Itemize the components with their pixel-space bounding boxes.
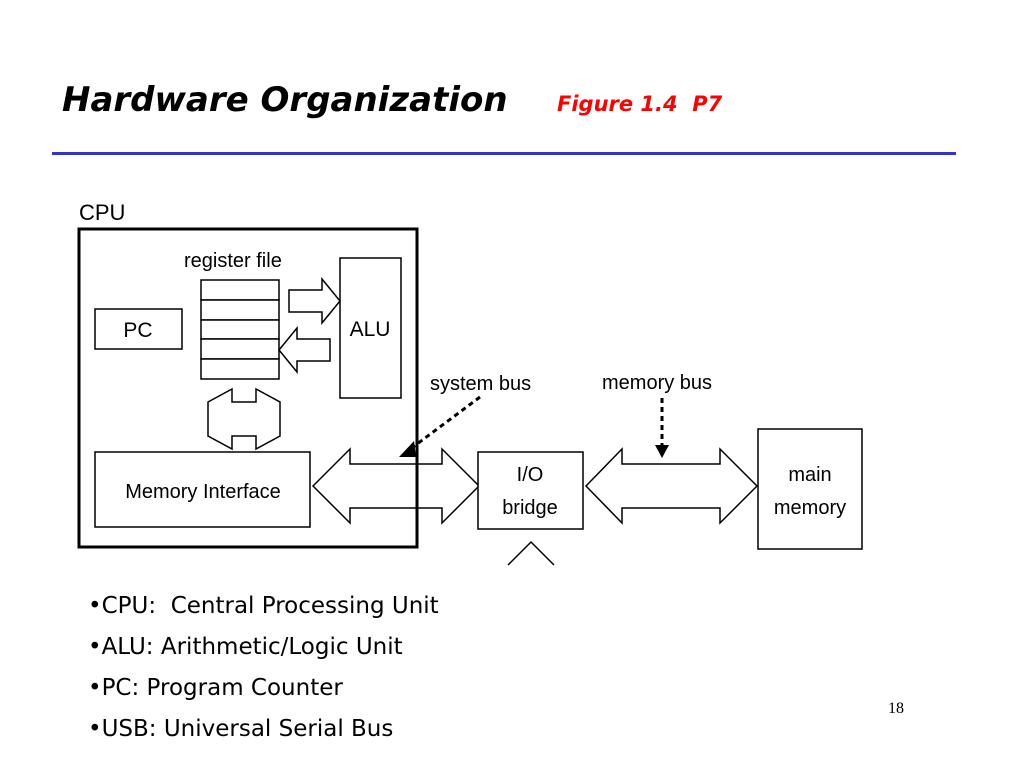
io-bus-stub: [507, 540, 555, 566]
list-item: •PC: Program Counter: [88, 675, 343, 701]
main-memory-box: [757, 428, 863, 550]
register-memory-interface-arrow: [207, 387, 281, 451]
register-3: [200, 338, 280, 360]
register-4: [200, 358, 280, 380]
cpu-label: CPU: [79, 200, 125, 225]
pc-label: PC: [123, 319, 152, 342]
figure-reference: Figure 1.4 P7: [557, 92, 723, 116]
register-1: [200, 299, 280, 321]
register-0: [200, 279, 280, 301]
system-bus-pointer-head: [399, 441, 416, 457]
memory-bus-pointer-head: [655, 445, 669, 458]
alu-box: [339, 257, 402, 399]
alu-to-register-arrow: [278, 325, 331, 375]
system-bus-pointer: [412, 395, 481, 449]
list-item: •ALU: Arithmetic/Logic Unit: [88, 634, 403, 660]
page-number: 18: [888, 700, 904, 717]
memory-bus-label: memory bus: [602, 372, 712, 394]
main-memory-label-line1: main: [788, 464, 831, 486]
abbreviation-list: •CPU: Central Processing Unit •ALU: Arit…: [88, 588, 439, 752]
register-file-label: register file: [184, 250, 282, 272]
slide-title: Hardware Organization: [62, 80, 508, 120]
system-bus-label: system bus: [430, 373, 531, 395]
io-bridge-box: [477, 451, 584, 530]
memory-interface-label: Memory Interface: [125, 481, 281, 503]
register-2: [200, 319, 280, 340]
main-memory-label-line2: memory: [774, 497, 846, 519]
list-item: •CPU: Central Processing Unit: [88, 593, 439, 619]
io-bridge-label-line2: bridge: [502, 497, 558, 519]
register-to-alu-arrow: [288, 276, 341, 326]
register-file: [200, 279, 280, 380]
system-bus-arrow: [311, 447, 481, 525]
title-divider: [52, 152, 956, 155]
memory-bus-arrow: [584, 447, 759, 525]
io-bridge-label-line1: I/O: [517, 464, 544, 486]
list-item: •USB: Universal Serial Bus: [88, 716, 394, 742]
alu-label: ALU: [350, 318, 391, 341]
memory-interface-box: [94, 451, 311, 528]
pc-box: [94, 308, 183, 350]
